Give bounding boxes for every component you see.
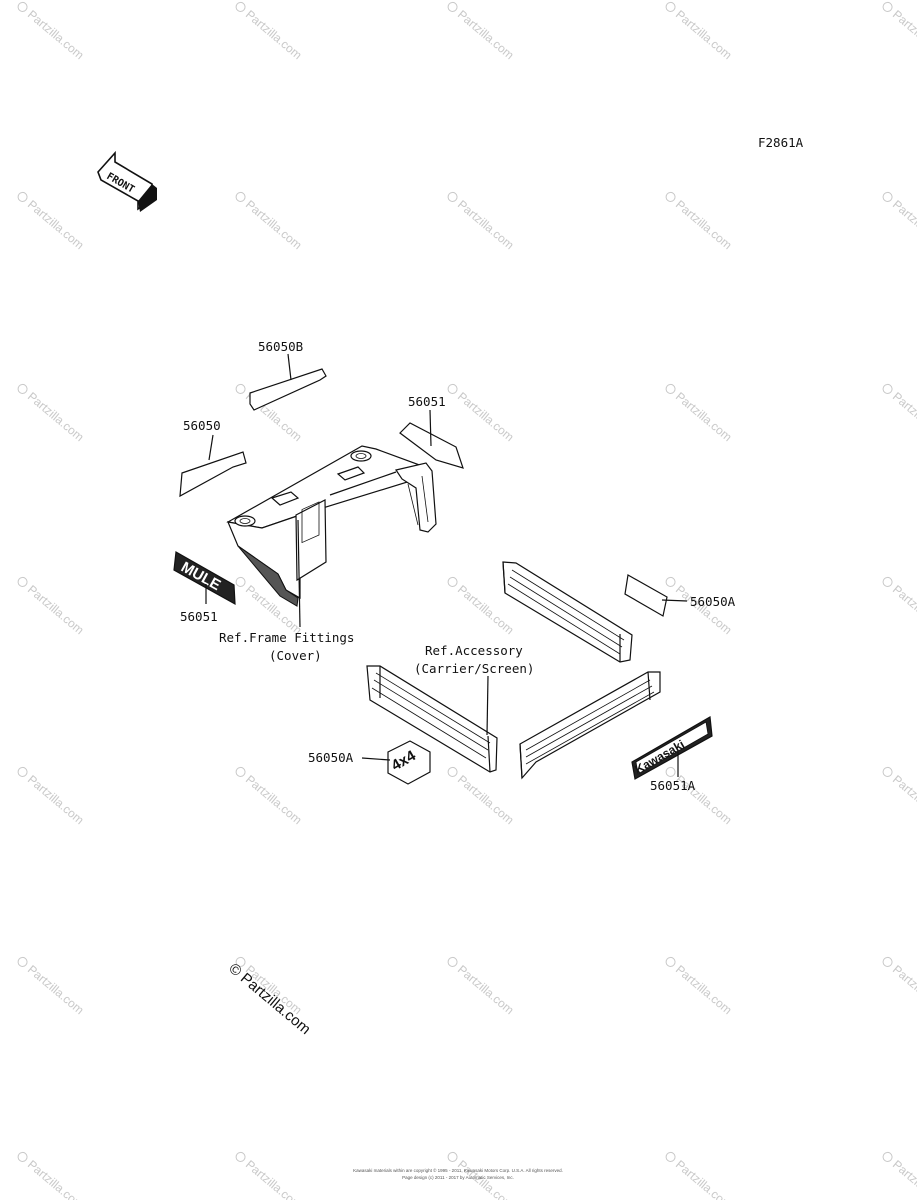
partzilla-watermark: Partzilla.com — [665, 956, 735, 1017]
partzilla-watermark: Partzilla.com — [447, 766, 517, 827]
partzilla-watermark: Partzilla.com — [882, 191, 917, 252]
callout-56050B: 56050B — [258, 339, 303, 354]
decal-4x4: 4x4 — [361, 740, 431, 785]
decal-kawasaki: Kawasaki — [631, 716, 713, 780]
svg-text:Partzilla.com: Partzilla.com — [890, 197, 917, 252]
partzilla-watermark: Partzilla.com — [665, 1, 735, 62]
partzilla-watermark: Partzilla.com — [882, 766, 917, 827]
svg-text:Partzilla.com: Partzilla.com — [673, 582, 735, 637]
callout-56051A: 56051A — [650, 778, 696, 793]
watermark-layer: Partzilla.comPartzilla.comPartzilla.comP… — [17, 1, 917, 1200]
svg-text:Partzilla.com: Partzilla.com — [25, 962, 87, 1017]
svg-text:Partzilla.com: Partzilla.com — [243, 197, 305, 252]
callout-56050A-bottom: 56050A — [308, 750, 354, 765]
partzilla-watermark: Partzilla.com — [17, 956, 87, 1017]
partzilla-watermark: Partzilla.com — [665, 191, 735, 252]
svg-text:Partzilla.com: Partzilla.com — [455, 962, 517, 1017]
decal-56050A-right — [624, 574, 688, 617]
callout-56050: 56050 — [183, 418, 221, 433]
carrier-panel-right — [519, 671, 661, 780]
partzilla-watermark: Partzilla.com — [882, 956, 917, 1017]
partzilla-watermark: Partzilla.com — [447, 191, 517, 252]
svg-text:Partzilla.com: Partzilla.com — [890, 962, 917, 1017]
partzilla-watermark: Partzilla.com — [17, 191, 87, 252]
figure-code: F2861A — [758, 135, 804, 150]
callout-ref-frame-line1: Ref.Frame Fittings — [219, 630, 354, 645]
callout-56050A-right: 56050A — [690, 594, 736, 609]
svg-text:Partzilla.com: Partzilla.com — [890, 389, 917, 444]
partzilla-watermark: Partzilla.com — [447, 1, 517, 62]
copyright-watermark: © Partzilla.com — [225, 960, 313, 1038]
svg-text:Partzilla.com: Partzilla.com — [890, 772, 917, 827]
svg-text:Partzilla.com: Partzilla.com — [25, 7, 87, 62]
partzilla-watermark: Partzilla.com — [235, 191, 305, 252]
footer-copyright-line2: Page design (c) 2011 - 2017 by Automatic… — [402, 1175, 514, 1180]
partzilla-watermark: Partzilla.com — [447, 383, 517, 444]
callout-56051-top: 56051 — [408, 394, 446, 409]
partzilla-watermark: Partzilla.com — [665, 383, 735, 444]
svg-text:Partzilla.com: Partzilla.com — [673, 1157, 735, 1200]
svg-text:Partzilla.com: Partzilla.com — [673, 7, 735, 62]
svg-text:Partzilla.com: Partzilla.com — [243, 772, 305, 827]
carrier-panel-left — [366, 665, 498, 773]
callout-ref-acc-line2: (Carrier/Screen) — [414, 661, 534, 676]
svg-text:Partzilla.com: Partzilla.com — [25, 772, 87, 827]
partzilla-watermark: Partzilla.com — [17, 1151, 87, 1200]
callout-ref-frame-line2: (Cover) — [269, 648, 322, 663]
svg-text:Partzilla.com: Partzilla.com — [455, 772, 517, 827]
svg-text:Partzilla.com: Partzilla.com — [890, 582, 917, 637]
partzilla-watermark: Partzilla.com — [447, 956, 517, 1017]
partzilla-watermark: Partzilla.com — [235, 1151, 305, 1200]
partzilla-watermark: Partzilla.com — [882, 576, 917, 637]
partzilla-watermark: Partzilla.com — [665, 1151, 735, 1200]
partzilla-watermark: Partzilla.com — [17, 1, 87, 62]
partzilla-watermark: Partzilla.com — [882, 1, 917, 62]
partzilla-watermark: Partzilla.com — [665, 766, 735, 827]
mule-decal-text: MULE — [178, 559, 223, 594]
decal-56050 — [179, 434, 247, 498]
callout-ref-acc-line1: Ref.Accessory — [425, 643, 523, 658]
footer-copyright-line1: Kawasaki materials within are copyright … — [353, 1167, 563, 1173]
partzilla-watermark: Partzilla.com — [235, 1, 305, 62]
decal-56050B — [249, 353, 327, 411]
svg-text:Partzilla.com: Partzilla.com — [455, 7, 517, 62]
callout-56051-left: 56051 — [180, 609, 218, 624]
carrier-panel-rear — [502, 561, 633, 663]
partzilla-watermark: Partzilla.com — [17, 766, 87, 827]
svg-text:Partzilla.com: Partzilla.com — [25, 1157, 87, 1200]
svg-text:Partzilla.com: Partzilla.com — [25, 389, 87, 444]
svg-text:Partzilla.com: Partzilla.com — [455, 389, 517, 444]
svg-text:Partzilla.com: Partzilla.com — [890, 1157, 917, 1200]
svg-text:Partzilla.com: Partzilla.com — [673, 962, 735, 1017]
svg-text:Partzilla.com: Partzilla.com — [890, 7, 917, 62]
svg-text:Partzilla.com: Partzilla.com — [673, 197, 735, 252]
svg-text:Partzilla.com: Partzilla.com — [673, 389, 735, 444]
frame-cover — [226, 445, 437, 607]
decal-56051-top — [399, 409, 464, 469]
decal-mule: MULE — [173, 551, 236, 606]
partzilla-watermark: Partzilla.com — [17, 383, 87, 444]
partzilla-watermark: Partzilla.com — [235, 766, 305, 827]
svg-text:Partzilla.com: Partzilla.com — [243, 1157, 305, 1200]
svg-text:Partzilla.com: Partzilla.com — [455, 197, 517, 252]
partzilla-watermark: Partzilla.com — [882, 383, 917, 444]
partzilla-watermark: Partzilla.com — [17, 576, 87, 637]
partzilla-watermark: Partzilla.com — [882, 1151, 917, 1200]
svg-text:Partzilla.com: Partzilla.com — [25, 197, 87, 252]
front-arrow-icon: FRONT — [97, 150, 157, 212]
svg-text:Partzilla.com: Partzilla.com — [243, 7, 305, 62]
svg-text:Partzilla.com: Partzilla.com — [25, 582, 87, 637]
